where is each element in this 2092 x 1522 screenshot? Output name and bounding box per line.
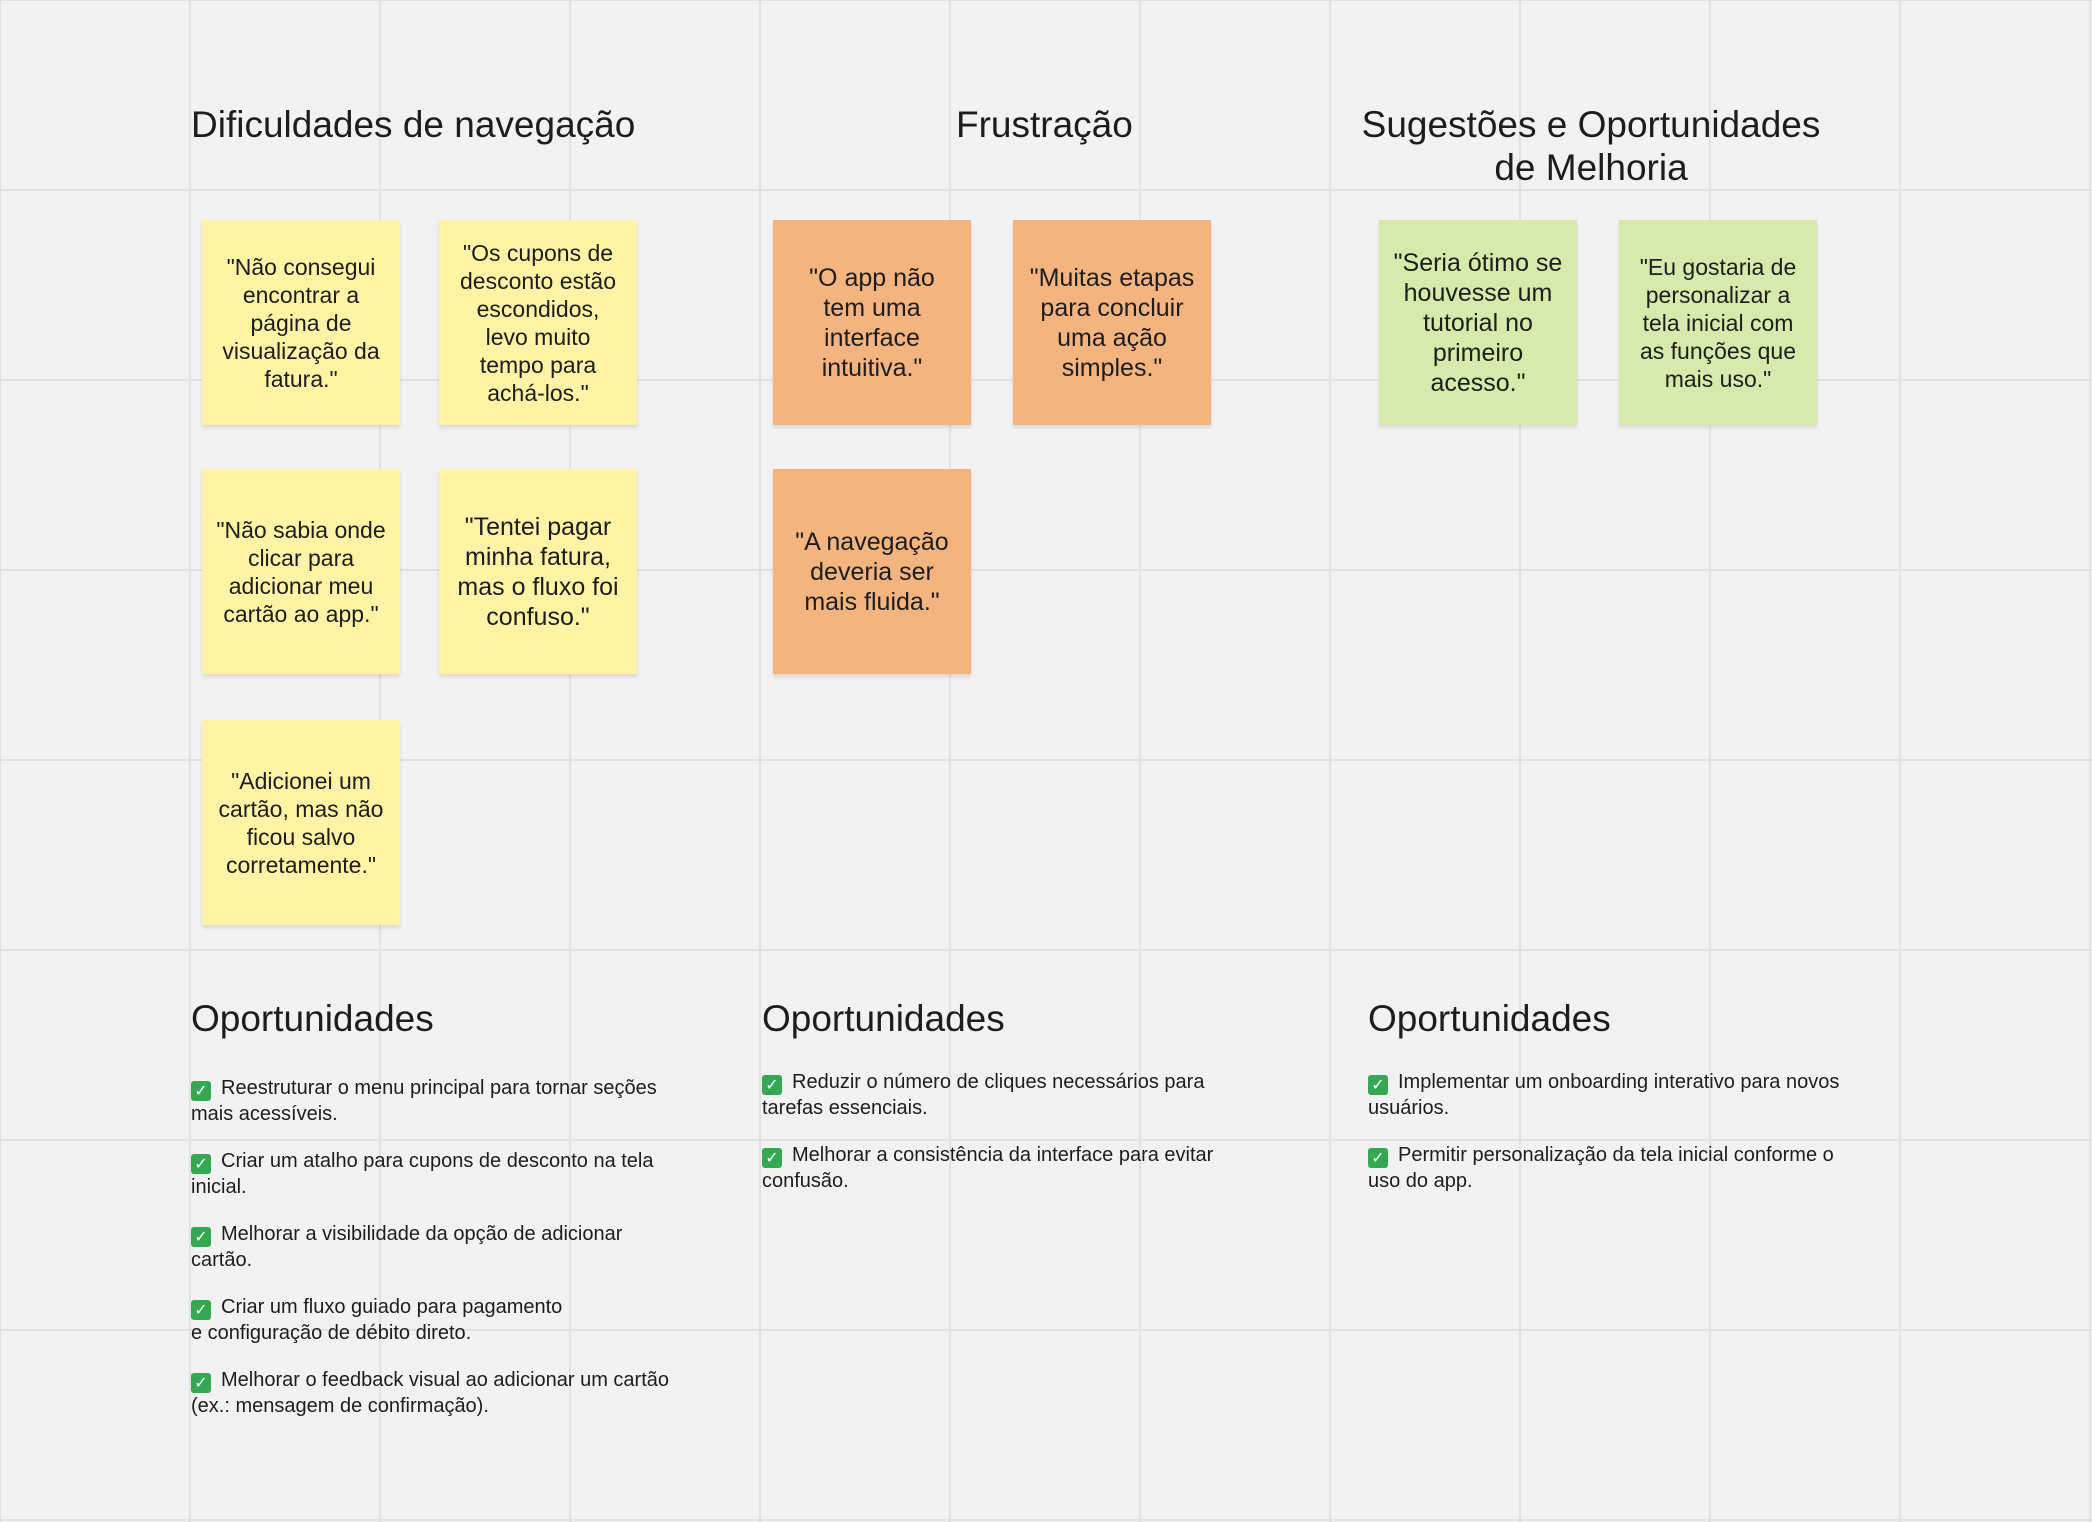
sticky-note[interactable]: "Tentei pagar minha fatura, mas o fluxo … bbox=[439, 469, 637, 674]
opportunity-text: Criar um fluxo guiado para pagamento bbox=[221, 1296, 563, 1318]
check-icon: ✓ bbox=[191, 1081, 211, 1101]
opportunities-list: ✓ Implementar um onboarding interativo pa… bbox=[1368, 1069, 1839, 1215]
note-text: "Tentei pagar minha fatura, mas o fluxo … bbox=[457, 512, 619, 631]
note-text: "A navegação deveria ser mais fluida." bbox=[795, 527, 949, 616]
sticky-note[interactable]: "Seria ótimo se houvesse um tutorial no … bbox=[1379, 220, 1577, 425]
sticky-note[interactable]: "O app não tem uma interface intuitiva." bbox=[773, 220, 971, 425]
note-text: "Eu gostaria de personalizar a tela inic… bbox=[1639, 253, 1797, 392]
opportunity-text-cont: inicial. bbox=[191, 1176, 247, 1198]
heading-suggestions-line1: Sugestões e Oportunidades bbox=[1361, 104, 1821, 145]
check-icon: ✓ bbox=[191, 1154, 211, 1174]
opportunity-text: Permitir personalização da tela inicial … bbox=[1398, 1144, 1834, 1166]
opportunities-heading: Oportunidades bbox=[762, 998, 1005, 1039]
opportunity-item: ✓ Permitir personalização da tela inicial… bbox=[1368, 1142, 1839, 1194]
note-text: "Muitas etapas para concluir uma ação si… bbox=[1029, 263, 1195, 382]
opportunity-text-cont: uso do app. bbox=[1368, 1170, 1473, 1192]
opportunity-text-cont: cartão. bbox=[191, 1249, 253, 1271]
opportunity-text: Melhorar a consistência da interface par… bbox=[792, 1144, 1214, 1166]
opportunity-text-cont: e configuração de débito direto. bbox=[191, 1322, 472, 1344]
opportunity-item: ✓ Reduzir o número de cliques necessários… bbox=[762, 1069, 1213, 1121]
sticky-note[interactable]: "Muitas etapas para concluir uma ação si… bbox=[1013, 220, 1211, 425]
note-text: "Seria ótimo se houvesse um tutorial no … bbox=[1393, 248, 1563, 397]
note-text: "Os cupons de desconto estão escondidos,… bbox=[459, 239, 616, 406]
heading-navigation-difficulties: Dificuldades de navegação bbox=[191, 104, 636, 145]
heading-frustration: Frustração bbox=[956, 104, 1133, 145]
check-icon: ✓ bbox=[191, 1300, 211, 1320]
opportunities-heading: Oportunidades bbox=[1368, 998, 1611, 1039]
opportunities-heading: Oportunidades bbox=[191, 998, 434, 1039]
sticky-note[interactable]: "Os cupons de desconto estão escondidos,… bbox=[439, 220, 637, 425]
opportunity-item: ✓ Reestruturar o menu principal para torn… bbox=[191, 1075, 669, 1127]
opportunity-text-cont: tarefas essenciais. bbox=[762, 1097, 928, 1119]
sticky-note[interactable]: "Eu gostaria de personalizar a tela inic… bbox=[1619, 220, 1817, 425]
opportunity-text-cont: (ex.: mensagem de confirmação). bbox=[191, 1395, 489, 1417]
opportunity-text: Reduzir o número de cliques necessários … bbox=[792, 1071, 1205, 1093]
opportunities-list: ✓ Reduzir o número de cliques necessários… bbox=[762, 1069, 1213, 1215]
opportunity-item: ✓ Melhorar a visibilidade da opção de adi… bbox=[191, 1221, 669, 1273]
opportunity-text: Melhorar o feedback visual ao adicionar … bbox=[221, 1369, 670, 1391]
check-icon: ✓ bbox=[1368, 1148, 1388, 1168]
note-text: "Adicionei um cartão, mas não ficou salv… bbox=[218, 767, 384, 878]
check-icon: ✓ bbox=[762, 1075, 782, 1095]
heading-suggestions: Sugestões e Oportunidades de Melhoria bbox=[1358, 103, 1824, 189]
heading-suggestions-line2: de Melhoria bbox=[1494, 147, 1688, 188]
check-icon: ✓ bbox=[191, 1227, 211, 1247]
sticky-note[interactable]: "A navegação deveria ser mais fluida." bbox=[773, 469, 971, 674]
note-text: "Não sabia onde clicar para adicionar me… bbox=[216, 516, 386, 627]
opportunity-text-cont: usuários. bbox=[1368, 1097, 1450, 1119]
opportunity-text: Criar um atalho para cupons de desconto … bbox=[221, 1150, 654, 1172]
check-icon: ✓ bbox=[762, 1148, 782, 1168]
opportunity-item: ✓ Implementar um onboarding interativo pa… bbox=[1368, 1069, 1839, 1121]
opportunity-text: Melhorar a visibilidade da opção de adic… bbox=[221, 1223, 623, 1245]
opportunity-text-cont: confusão. bbox=[762, 1170, 849, 1192]
sticky-note[interactable]: "Adicionei um cartão, mas não ficou salv… bbox=[202, 720, 400, 925]
note-text: "O app não tem uma interface intuitiva." bbox=[809, 263, 935, 382]
opportunity-item: ✓ Melhorar a consistência da interface pa… bbox=[762, 1142, 1213, 1194]
opportunity-text-cont: mais acessíveis. bbox=[191, 1103, 338, 1125]
opportunity-text: Implementar um onboarding interativo par… bbox=[1398, 1071, 1840, 1093]
opportunity-item: ✓ Melhorar o feedback visual ao adicionar… bbox=[191, 1367, 669, 1419]
check-icon: ✓ bbox=[191, 1373, 211, 1393]
opportunity-text: Reestruturar o menu principal para torna… bbox=[221, 1077, 657, 1099]
sticky-note[interactable]: "Não sabia onde clicar para adicionar me… bbox=[202, 469, 400, 674]
opportunity-item: ✓ Criar um fluxo guiado para pagamento e c… bbox=[191, 1294, 669, 1346]
note-text: "Não consegui encontrar a página de visu… bbox=[222, 253, 380, 392]
check-icon: ✓ bbox=[1368, 1075, 1388, 1095]
opportunity-item: ✓ Criar um atalho para cupons de desconto… bbox=[191, 1148, 669, 1200]
sticky-note[interactable]: "Não consegui encontrar a página de visu… bbox=[202, 220, 400, 425]
opportunities-list: ✓ Reestruturar o menu principal para torn… bbox=[191, 1075, 669, 1440]
